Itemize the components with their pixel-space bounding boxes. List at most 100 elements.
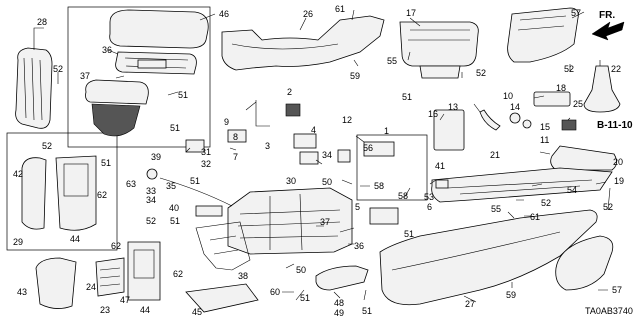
callout-50: 50 [322, 177, 332, 187]
callout-7: 7 [233, 152, 238, 162]
callout-19: 19 [614, 176, 624, 186]
callout-15: 15 [540, 122, 550, 132]
part-cable-35 [159, 177, 233, 207]
part-harness-8 [255, 100, 270, 127]
callout-22: 22 [611, 64, 621, 74]
part-socket-34 [337, 149, 351, 163]
callout-52: 52 [146, 216, 156, 226]
callout-51: 51 [190, 176, 200, 186]
part-module-9 [227, 129, 247, 143]
catalog-code: TA0AB3740 [585, 306, 633, 316]
callout-17: 17 [406, 8, 416, 18]
trim-detail [517, 15, 567, 31]
reference-code[interactable]: B-11-10 [597, 120, 633, 131]
part-cable-14 [479, 109, 501, 131]
part-socket-3 [299, 151, 319, 165]
callout-36: 36 [354, 241, 364, 251]
part-side-panel-27 [379, 209, 598, 306]
callout-10: 10 [503, 91, 513, 101]
part-handle-40 [195, 205, 223, 217]
callout-29: 29 [13, 237, 23, 247]
part-unit-6 [369, 207, 399, 225]
callout-59: 59 [350, 71, 360, 81]
side-panel-crease [391, 231, 561, 271]
callout-11: 11 [540, 135, 549, 145]
part-armrest-lid-46 [109, 9, 209, 49]
part-switch-panel-25 [533, 91, 571, 107]
callout-46: 46 [219, 9, 229, 19]
part-rear-frame-44 [127, 241, 161, 301]
callout-36: 36 [102, 45, 112, 55]
part-pad-43 [35, 257, 77, 309]
callout-52: 52 [53, 64, 63, 74]
callout-1: 1 [384, 126, 389, 136]
callout-13: 13 [448, 102, 458, 112]
part-bracket-12 [433, 109, 465, 151]
part-knob-63 [146, 168, 158, 180]
rear-panel-group-box [6, 132, 118, 251]
part-clip-41 [435, 179, 449, 189]
callout-52: 52 [42, 141, 52, 151]
callout-51: 51 [300, 293, 310, 303]
callout-27: 27 [465, 299, 475, 309]
callout-6: 6 [427, 202, 432, 212]
part-bracket-38 [195, 221, 251, 271]
callout-34: 34 [322, 150, 332, 160]
callout-52: 52 [541, 198, 551, 208]
callout-45: 45 [192, 307, 202, 317]
part-bracket-45 [185, 283, 259, 313]
front-direction-arrow-icon [591, 21, 625, 41]
callout-51: 51 [404, 229, 414, 239]
callout-24: 24 [86, 282, 96, 292]
callout-5: 5 [355, 202, 360, 212]
callout-62: 62 [97, 190, 107, 200]
part-shift-boot-22 [583, 65, 621, 113]
callout-58: 58 [398, 191, 408, 201]
part-console-body-30 [227, 187, 353, 255]
callout-47: 47 [120, 295, 130, 305]
part-side-pad-28-ribs [23, 57, 43, 121]
callout-56: 56 [363, 143, 373, 153]
cup-box-detail [408, 29, 470, 41]
leader-lines [33, 9, 611, 303]
callout-62: 62 [111, 241, 121, 251]
part-ring-15 [522, 119, 532, 129]
callout-4: 4 [311, 125, 316, 135]
callout-8: 8 [233, 132, 238, 142]
panel-crease [231, 43, 339, 50]
callout-61: 61 [530, 212, 540, 222]
callout-9: 9 [224, 117, 229, 127]
callout-38: 38 [238, 271, 248, 281]
part-switch-b [561, 119, 577, 131]
callout-21: 21 [490, 150, 500, 160]
callout-62: 62 [173, 269, 183, 279]
part-armrest-inner-tray [85, 79, 149, 105]
callout-40: 40 [169, 203, 179, 213]
callout-57: 57 [612, 285, 622, 295]
callout-55: 55 [491, 204, 501, 214]
callout-18: 18 [556, 83, 566, 93]
callout-48: 48 [334, 298, 344, 308]
callout-61: 61 [335, 4, 345, 14]
callout-37: 37 [80, 71, 90, 81]
callout-12: 12 [342, 115, 352, 125]
callout-33: 33 [146, 186, 156, 196]
callout-51: 51 [170, 123, 180, 133]
rear-panel-vent [63, 163, 89, 197]
callout-52: 52 [476, 68, 486, 78]
part-hinge-plate [137, 59, 167, 69]
callout-35: 35 [166, 181, 176, 191]
callout-41: 41 [435, 161, 445, 171]
part-side-pad-28 [15, 47, 53, 129]
callout-58: 58 [374, 181, 384, 191]
callout-57: 57 [571, 8, 581, 18]
part-connector-2 [285, 103, 301, 117]
callout-20: 20 [613, 157, 623, 167]
callout-39: 39 [151, 152, 161, 162]
callout-37: 37 [320, 217, 330, 227]
part-console-tray [431, 167, 613, 203]
callout-52: 52 [564, 64, 574, 74]
part-shift-bezel-20 [550, 145, 617, 171]
